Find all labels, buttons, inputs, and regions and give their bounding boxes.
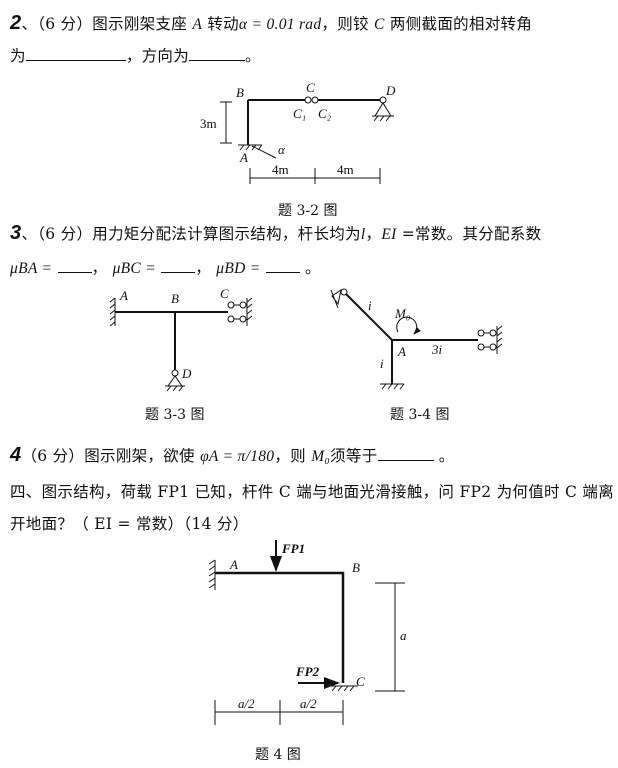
dim-4m: 4m: [272, 162, 289, 177]
label-d: D: [385, 83, 396, 98]
q3-text: ，: [365, 225, 382, 243]
mu-bc: μBC =: [112, 260, 156, 277]
q3-number: 3: [10, 222, 22, 244]
figure-3-4: i M₀ A 3i i: [330, 288, 503, 390]
label-c2: C₂: [318, 106, 332, 121]
q2-text: 。: [245, 47, 261, 65]
answer-blank: [57, 258, 92, 273]
answer-blank: [25, 46, 126, 61]
q2-text: 、（6 分）图示刚架支座: [21, 15, 193, 33]
answer-blank: [189, 46, 246, 61]
q2-line1: 2、（6 分）图示刚架支座 A 转动α = 0.01 rad，则铰 C 两侧截面…: [10, 12, 532, 35]
phi-value: φA = π/180: [200, 448, 275, 465]
label-c: C: [356, 674, 365, 689]
sep: ，: [195, 259, 212, 277]
caption-3-3: 题 3-3 图: [145, 407, 205, 423]
label-i: i: [380, 356, 384, 371]
q4-line: 4（6 分）图示刚架，欲使 φA = π/180，则 M₀须等于 。: [10, 444, 455, 467]
end: 。: [438, 447, 455, 465]
answer-blank: [265, 258, 300, 273]
dim-3m: 3m: [200, 116, 217, 131]
label-3i: 3i: [431, 342, 443, 357]
dim-half: a/2: [300, 696, 317, 711]
q5-line2: 开地面？（ EI = 常数）（14 分）: [10, 515, 249, 533]
label-c: C: [220, 286, 229, 301]
label-alpha: α: [278, 142, 286, 157]
dim-a: a: [400, 628, 407, 643]
q2-line2: 为 ，方向为 。: [10, 44, 261, 66]
var-ei: EI: [381, 226, 397, 243]
q3-text: 、（6 分）用力矩分配法计算图示结构，杆长均为: [21, 225, 361, 243]
q4-number: 4: [10, 444, 22, 466]
answer-blank: [161, 258, 196, 273]
label-a: A: [397, 344, 406, 359]
q2-text: 为: [10, 47, 26, 65]
caption-3-4: 题 3-4 图: [390, 407, 450, 423]
q2-number: 2: [10, 12, 22, 34]
answer-blank: [377, 446, 434, 461]
var-a: A: [192, 16, 203, 33]
q2-text: ，方向为: [125, 47, 190, 65]
var-l: l: [360, 226, 366, 243]
label-m0: M₀: [394, 306, 410, 321]
label-a: A: [229, 557, 238, 572]
q5-line1: 四、图示结构，荷载 FP1 已知，杆件 C 端与地面光滑接触，问 FP2 为何值…: [10, 483, 615, 501]
var-c: C: [374, 16, 385, 33]
q2-text: 转动: [202, 15, 239, 33]
mu-bd: μBD =: [216, 260, 261, 277]
label-b: B: [171, 291, 179, 306]
q3-line2: μBA = ， μBC = ， μBD = 。: [10, 256, 321, 278]
mu-ba: μBA =: [10, 260, 53, 277]
label-b: B: [352, 560, 360, 575]
label-c1: C₁: [293, 106, 306, 121]
q4-text: 须等于: [330, 447, 378, 465]
label-c: C: [306, 80, 315, 95]
caption-3-2: 题 3-2 图: [278, 203, 338, 219]
figure-3-3: A B C D: [109, 286, 253, 392]
q4-text: （6 分）图示刚架，欲使: [21, 447, 201, 465]
q3-line1: 3、（6 分）用力矩分配法计算图示结构，杆长均为l，EI =常数。其分配系数: [10, 222, 541, 245]
figure-4: FP1 FP2 A B C a a/2 a/2: [208, 540, 407, 725]
q4-text: ，则: [274, 447, 312, 465]
dim-4m: 4m: [337, 162, 354, 177]
label-fp1: FP1: [281, 541, 305, 556]
end: 。: [305, 259, 321, 277]
label-a: A: [239, 150, 248, 165]
figure-3-2: B C C₁ C₂ D A α 3m 4m 4m: [200, 80, 396, 184]
m0: M₀: [311, 448, 331, 465]
label-d: D: [181, 366, 192, 381]
dim-half: a/2: [238, 696, 255, 711]
label-a: A: [119, 288, 128, 303]
q2-text: ，则铰: [321, 15, 375, 33]
label-b: B: [236, 85, 244, 100]
label-fp2: FP2: [295, 664, 320, 679]
q2-text: 两侧截面的相对转角: [384, 15, 533, 33]
alpha-value: α = 0.01 rad: [238, 16, 322, 33]
label-i: i: [368, 298, 372, 313]
caption-4: 题 4 图: [255, 747, 301, 763]
sep: ，: [91, 259, 108, 277]
q3-text: =常数。其分配系数: [396, 225, 542, 243]
